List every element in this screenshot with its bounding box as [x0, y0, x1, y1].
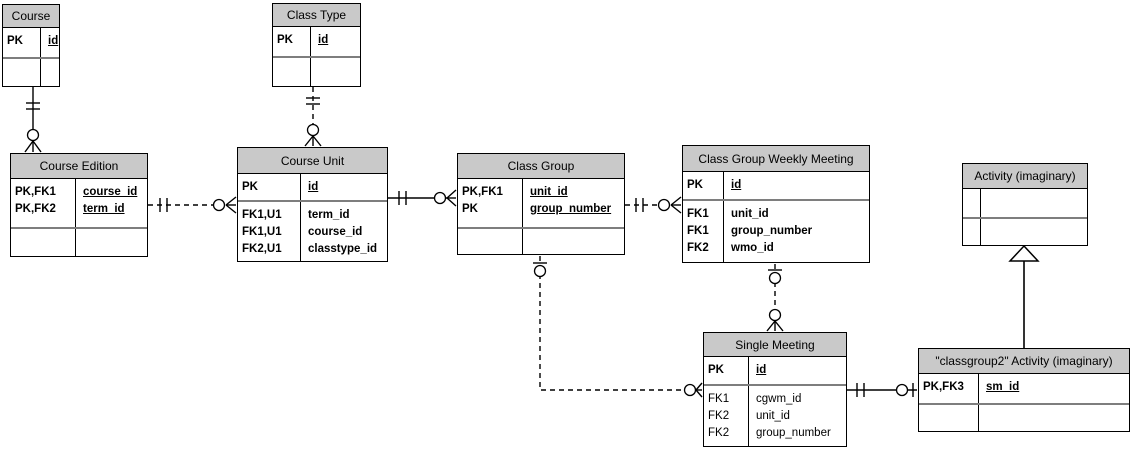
entity-course-unit: Course Unit PK id FK1,U1 FK1,U1 FK2,U1 t… — [237, 147, 388, 262]
entity-title: Course — [3, 5, 59, 28]
field-name: id — [48, 35, 59, 47]
cardinality-zero-or-many-icon — [657, 196, 682, 214]
field-name: id — [308, 181, 319, 193]
field-name: sm_id — [986, 381, 1020, 393]
key-cell: PK — [238, 174, 301, 200]
entity-class-group: Class Group PK,FK1 PK unit_id group_numb… — [457, 153, 625, 255]
key-cell: PK,FK3 — [919, 374, 979, 403]
inheritance-triangle-icon — [1008, 244, 1040, 262]
cardinality-exactly-one-icon — [26, 102, 40, 110]
empty-section — [11, 227, 147, 256]
entity-title: Class Group — [458, 154, 624, 179]
entity-course-edition: Course Edition PK,FK1 PK,FK2 course_id t… — [10, 153, 148, 257]
cardinality-zero-or-many-icon — [766, 308, 784, 332]
cardinality-exactly-one-icon — [398, 191, 407, 205]
cardinality-zero-or-many-icon — [24, 128, 42, 153]
relationship-single-meeting-classgroup2-activity — [847, 383, 917, 397]
empty-section — [273, 56, 360, 86]
key-cells: PK,FK1 PK,FK2 — [11, 179, 76, 227]
relationship-course-unit-class-group — [388, 189, 457, 207]
cardinality-zero-or-many-icon — [683, 382, 703, 398]
empty-section — [3, 57, 59, 86]
relationship-course-course-edition — [24, 87, 42, 153]
empty-section — [919, 403, 1129, 431]
empty-section — [963, 189, 1087, 217]
entity-title: Course Edition — [11, 154, 147, 179]
cardinality-zero-or-many-icon — [304, 123, 322, 147]
key-cells: FK1 FK1 FK2 — [683, 201, 724, 262]
cardinality-exactly-one-icon — [306, 97, 320, 105]
relationship-class-group-single-meeting — [533, 256, 703, 398]
inheritance-activity-classgroup2 — [1008, 244, 1040, 348]
entity-title: Class Type — [273, 4, 360, 27]
relationship-class-type-course-unit — [304, 87, 322, 147]
entity-classgroup2-activity: "classgroup2" Activity (imaginary) PK,FK… — [918, 348, 1130, 432]
field-names: cgwm_id unit_id group_number — [756, 393, 831, 439]
entity-class-group-weekly-meeting: Class Group Weekly Meeting PK id FK1 FK1… — [682, 145, 870, 263]
entity-title: Single Meeting — [704, 333, 846, 357]
cardinality-zero-or-one-icon — [895, 383, 914, 397]
field-names: course_id term_id — [83, 186, 138, 215]
key-cells: PK,FK1 PK — [458, 179, 523, 227]
entity-title: Activity (imaginary) — [963, 164, 1087, 189]
key-cell: PK — [3, 28, 41, 57]
key-cell: PK — [683, 172, 724, 199]
field-name: id — [756, 364, 767, 376]
cardinality-zero-or-one-icon — [533, 262, 547, 278]
key-cell: PK — [704, 357, 749, 384]
cardinality-exactly-one-icon — [159, 198, 168, 212]
cardinality-exactly-one-icon — [856, 383, 865, 397]
field-names: unit_id group_number — [530, 186, 612, 215]
relationship-weekly-meeting-single-meeting — [766, 264, 784, 332]
field-name: id — [318, 34, 329, 46]
key-cells: FK1,U1 FK1,U1 FK2,U1 — [238, 202, 301, 261]
entity-title: "classgroup2" Activity (imaginary) — [919, 349, 1129, 374]
field-names: unit_id group_number wmo_id — [731, 208, 813, 254]
relationship-class-group-weekly-meeting — [625, 196, 682, 214]
field-name: id — [731, 179, 742, 191]
key-cells: FK1 FK2 FK2 — [704, 386, 749, 446]
cardinality-zero-or-many-icon — [212, 196, 237, 214]
field-names: term_id course_id classtype_id — [308, 209, 378, 255]
empty-section — [458, 227, 624, 254]
cardinality-exactly-one-icon — [635, 198, 644, 212]
entity-course: Course PK id — [2, 4, 60, 87]
entity-activity-imaginary: Activity (imaginary) — [962, 163, 1088, 246]
cardinality-zero-or-one-icon — [768, 269, 782, 285]
entity-title: Course Unit — [238, 148, 387, 174]
key-cell: PK — [273, 27, 311, 56]
empty-section — [963, 217, 1087, 245]
relationship-course-edition-course-unit — [148, 196, 237, 214]
entity-class-type: Class Type PK id — [272, 3, 361, 87]
entity-single-meeting: Single Meeting PK id FK1 FK2 FK2 cgwm_id… — [703, 332, 847, 447]
entity-title: Class Group Weekly Meeting — [683, 146, 869, 172]
cardinality-zero-or-many-icon — [433, 189, 457, 207]
